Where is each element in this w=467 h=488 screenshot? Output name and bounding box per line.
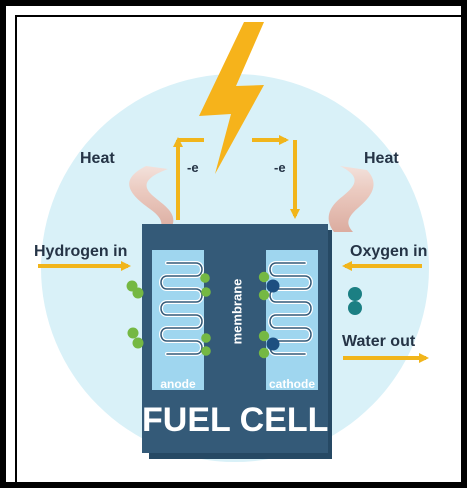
electron-left-label: -e <box>187 160 199 175</box>
fuel-cell-diagram <box>38 22 429 462</box>
hydrogen-in-label: Hydrogen in <box>34 243 128 260</box>
heat-right-label: Heat <box>364 150 399 167</box>
anode-label: anode <box>160 377 196 391</box>
heat-wave-icon <box>328 166 374 232</box>
fuel-cell-title: FUEL CELL <box>142 401 329 439</box>
heat-left-label: Heat <box>80 150 115 167</box>
proton-particles-icon <box>200 273 211 356</box>
hydrogen-molecule-icon <box>126 280 144 299</box>
electron-right-label: -e <box>274 160 286 175</box>
oxygen-in-label: Oxygen in <box>350 243 428 260</box>
heat-wave-icon <box>129 166 174 232</box>
cathode-label: cathode <box>268 377 315 391</box>
membrane-label: membrane <box>229 278 245 345</box>
cathode-electrode <box>266 250 318 390</box>
lightning-icon <box>199 22 264 174</box>
anode-electrode <box>152 250 204 390</box>
oxygen-molecule-icon <box>348 287 362 315</box>
anode-coil-dark-line <box>160 262 203 355</box>
cathode-particles-icon <box>258 271 280 359</box>
cathode-coil-dark-line <box>269 262 312 355</box>
water-out-label: Water out <box>342 333 416 350</box>
hydrogen-molecule-icon <box>127 327 144 349</box>
